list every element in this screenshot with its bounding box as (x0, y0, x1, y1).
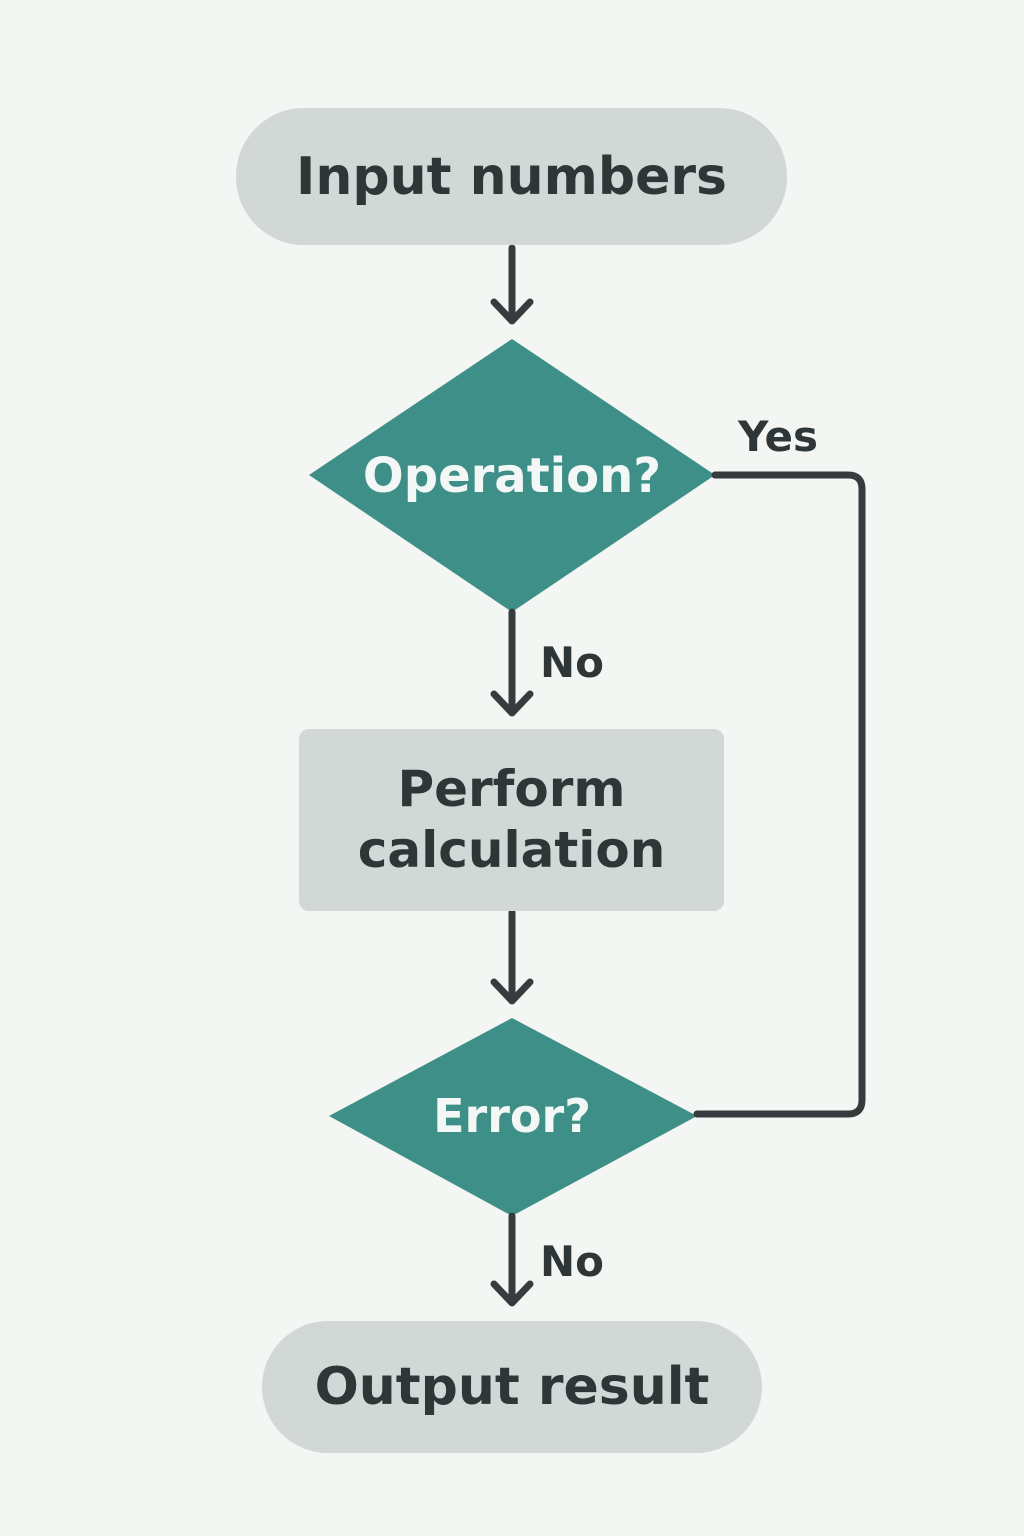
edge-label-yes: Yes (738, 412, 819, 461)
edge-label-no-error: No (540, 1237, 605, 1286)
operation-decision-shape (309, 339, 715, 612)
arrowhead-perform-to-error (490, 978, 534, 1005)
arrowhead-input-to-operation (490, 298, 534, 325)
operation-decision-label: Operation? (362, 448, 662, 504)
output-result-node: Output result (262, 1321, 762, 1453)
input-numbers-label: Input numbers (296, 146, 727, 207)
operation-decision-node: Operation? (330, 440, 694, 512)
output-result-label: Output result (314, 1357, 710, 1417)
error-decision-node: Error? (360, 1080, 664, 1152)
error-decision-label: Error? (433, 1089, 591, 1143)
arrowhead-operation-to-perform (490, 690, 534, 717)
perform-calculation-label-line2: calculation (357, 821, 666, 879)
arrowhead-error-to-output (490, 1280, 534, 1307)
edge-label-no-operation: No (540, 638, 605, 687)
error-decision-shape (329, 1018, 697, 1216)
perform-calculation-label-line1: Perform (397, 760, 626, 818)
connector-yes-loop (693, 471, 866, 1118)
input-numbers-node: Input numbers (236, 108, 787, 245)
perform-calculation-node: Perform calculation (299, 729, 724, 911)
